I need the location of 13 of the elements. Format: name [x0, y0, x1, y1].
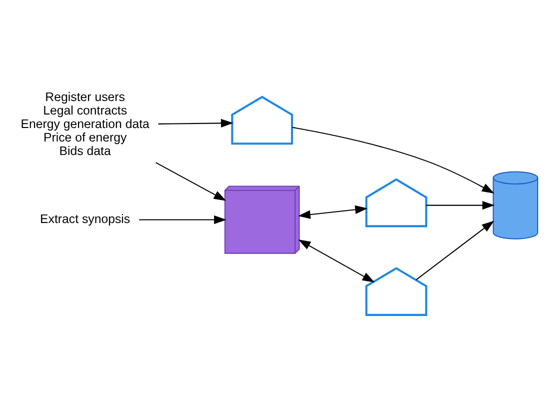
arrow [298, 205, 368, 219]
node-house [231, 96, 294, 145]
node-text: Register users Legal contracts Energy generation data Price of energy Bids data [20, 90, 150, 158]
arrow [156, 162, 226, 201]
arrow [139, 215, 226, 224]
arrow [158, 118, 234, 128]
node-house [365, 178, 428, 228]
arrow [298, 239, 375, 283]
arrow [416, 220, 494, 280]
arrow [426, 200, 495, 210]
node-house [365, 267, 428, 316]
node-text: Extract synopsis [40, 212, 130, 226]
arrow [292, 126, 494, 194]
